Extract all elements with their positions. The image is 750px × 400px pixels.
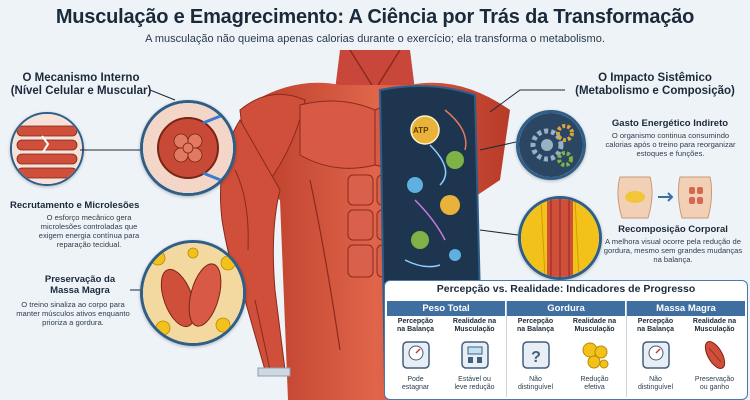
energy-title: Gasto Energético Indireto bbox=[611, 118, 729, 129]
recomp-title: Recomposição Corporal bbox=[618, 224, 728, 235]
preservation-text: O treino sinaliza ao corpo para manter m… bbox=[16, 300, 130, 327]
lean-mass-circle bbox=[140, 240, 246, 346]
panel-title: Percepção vs. Realidade: Indicadores de … bbox=[436, 283, 696, 295]
scale-icon bbox=[461, 341, 489, 369]
mechanism-title: O Mecanismo Interno (Nível Celular e Mus… bbox=[10, 72, 152, 97]
question-scale-icon: ? bbox=[522, 341, 550, 369]
recruitment-title: Recrutamento e Microlesões bbox=[10, 200, 140, 211]
preservation-title: Preservação da Massa Magra bbox=[44, 274, 116, 296]
recomp-text: A melhora visual ocorre pela redução de … bbox=[603, 237, 743, 264]
microlesion-circle bbox=[10, 112, 84, 186]
fat-reduction-circle bbox=[518, 196, 602, 280]
column-header: Peso Total bbox=[387, 301, 505, 316]
fat-cells-icon bbox=[582, 342, 609, 369]
recruitment-text: O esforço mecânico gera microlesões cont… bbox=[38, 213, 140, 249]
page-subtitle: A musculação não queima apenas calorias … bbox=[145, 33, 605, 45]
gears-circle bbox=[516, 110, 586, 180]
scale-icon bbox=[642, 341, 670, 369]
impact-title: O Impacto Sistêmico (Metabolismo e Compo… bbox=[575, 72, 735, 97]
muscle-fiber-circle bbox=[140, 100, 236, 196]
progress-indicators-panel: Percepção vs. Realidade: Indicadores de … bbox=[384, 280, 748, 400]
body-silhouettes bbox=[617, 176, 713, 219]
column-header: Gordura bbox=[507, 301, 625, 316]
metabolism-panel bbox=[404, 109, 467, 268]
column-header: Massa Magra bbox=[627, 301, 745, 316]
svg-text:?: ? bbox=[531, 349, 541, 366]
page-title: Musculação e Emagrecimento: A Ciência po… bbox=[55, 6, 695, 28]
muscle-icon bbox=[704, 341, 726, 369]
atp-label: ATP bbox=[413, 126, 429, 135]
scale-icon bbox=[402, 341, 430, 369]
energy-text: O organismo continua consumindo calorias… bbox=[605, 131, 736, 158]
